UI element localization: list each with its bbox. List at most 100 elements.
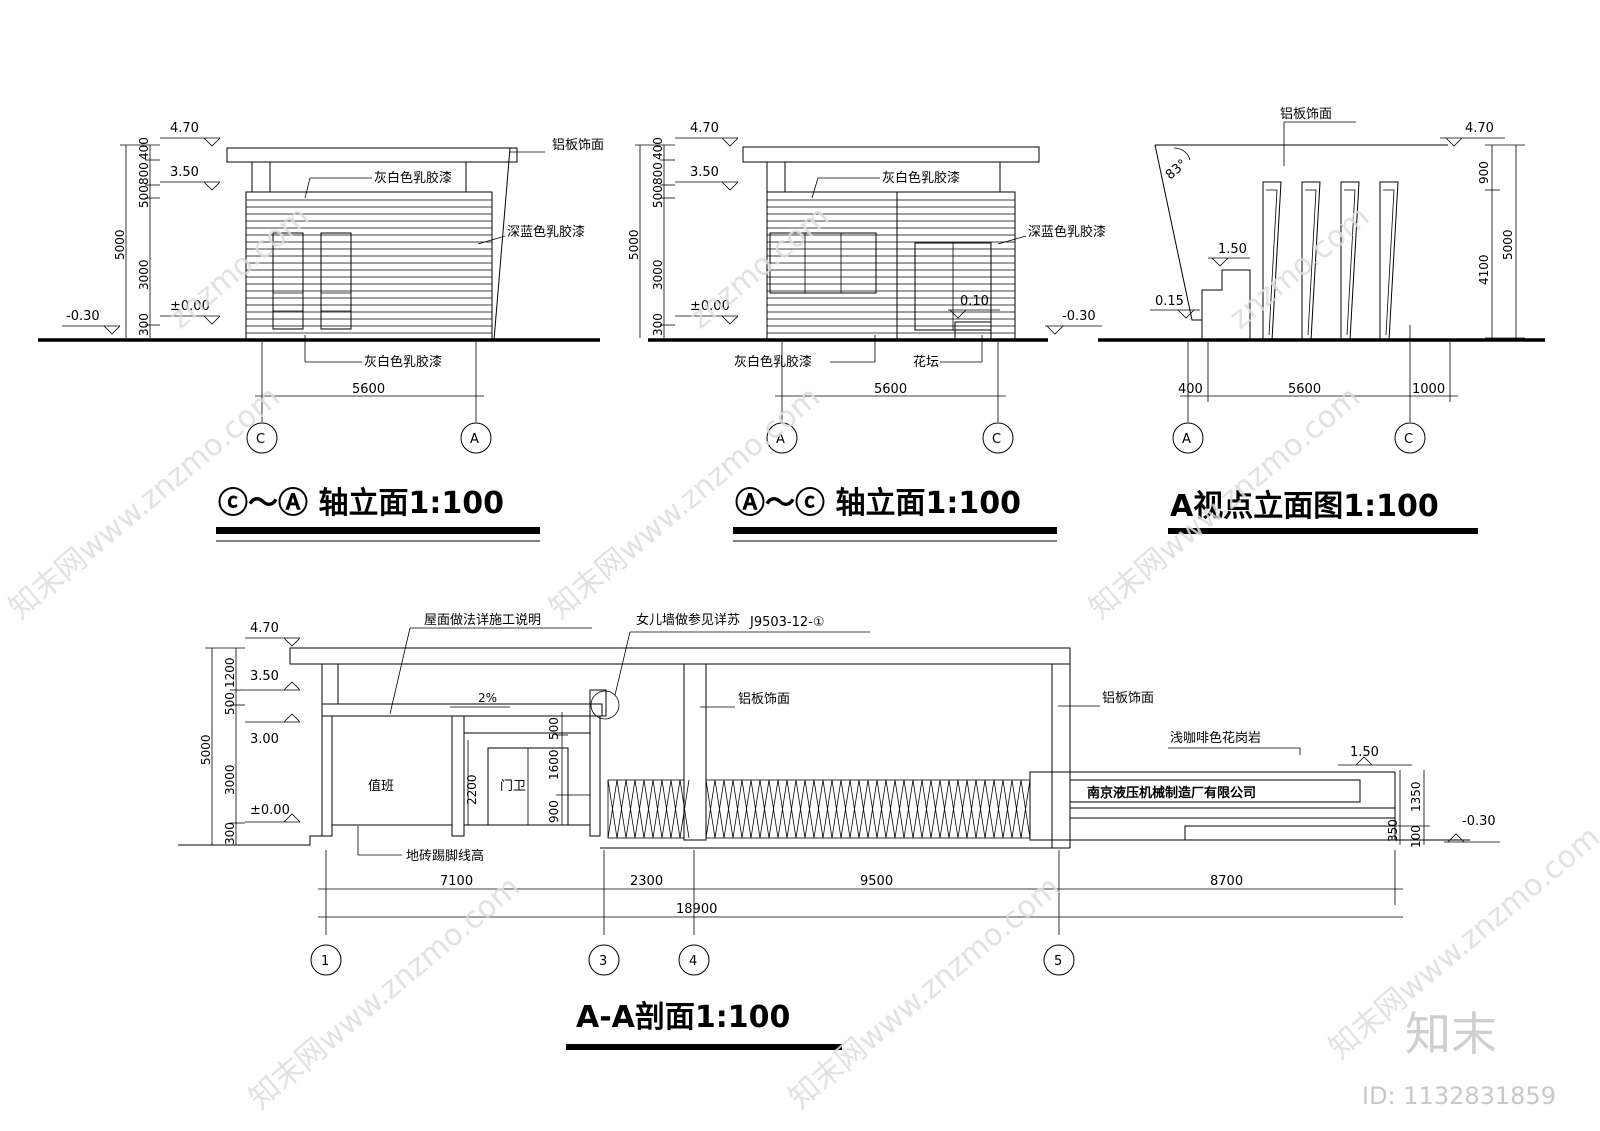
building-body — [245, 191, 493, 341]
note-roof: 屋面做法详施工说明 — [424, 613, 541, 628]
planter — [954, 321, 992, 341]
dim-width: 5600 — [874, 382, 907, 397]
dim-400: 400 — [651, 137, 665, 160]
axis-bubble — [1172, 422, 1204, 454]
note-gray-paint-base: 灰白色乳胶漆 — [734, 354, 812, 370]
dim-1200: 1200 — [223, 657, 237, 688]
ground-left — [178, 835, 326, 846]
axis-bubble — [310, 944, 342, 976]
title-elev-a-view: A视点立面图1:100 — [1170, 489, 1439, 524]
section-a-a: 2% 值班 门卫 南京液压机械制造厂有限公司 1200 500 5000 300… — [178, 612, 1500, 1050]
note-aluminium: 铝板饰面 — [1280, 107, 1332, 122]
siding-lines — [246, 199, 492, 334]
title-underline — [1168, 528, 1478, 534]
note-aluminium-1: 铝板饰面 — [738, 692, 790, 707]
title-underline — [733, 527, 1057, 534]
note-blue-paint: 深蓝色乳胶漆 — [507, 224, 585, 240]
window-left — [272, 232, 304, 330]
dim-4100: 4100 — [1477, 254, 1491, 285]
level-010: 0.10 — [960, 294, 989, 309]
dim-5000: 5000 — [113, 229, 127, 260]
note-aluminium: 铝板饰面 — [552, 138, 604, 153]
window — [769, 232, 877, 294]
elevation-a-c: 400 800 500 5000 3000 300 4.70 3.50 ±0.0… — [627, 121, 1106, 542]
elevation-a-view: 83° 铝板饰面 4.70 1.50 0.15 900 4100 5000 — [1098, 107, 1545, 534]
room-guard: 门卫 — [500, 779, 526, 794]
dim-total: 18900 — [676, 902, 717, 917]
level-470: 4.70 — [250, 621, 279, 636]
dim-5600: 5600 — [1288, 382, 1321, 397]
dim-width: 5600 — [352, 382, 385, 397]
watermark: znzmo.com — [163, 199, 317, 336]
level-350: 3.50 — [250, 669, 279, 684]
company-name: 南京液压机械制造厂有限公司 — [1087, 785, 1256, 801]
note-skirting: 地砖踢脚线高 — [406, 848, 484, 864]
dim-300: 300 — [223, 822, 237, 845]
dim-900: 900 — [1477, 161, 1491, 184]
level-m030: -0.30 — [1062, 309, 1096, 324]
level-m030: -0.30 — [66, 309, 100, 324]
title-underline — [216, 527, 540, 534]
title-elev-a-c: Ⓐ～ⓒ 轴立面1:100 — [735, 486, 1021, 521]
roof-slab — [226, 147, 518, 163]
detail-bubble — [590, 690, 620, 720]
dim-500: 500 — [223, 692, 237, 715]
dim-2200: 2200 — [465, 774, 479, 805]
axis-bubble — [246, 422, 278, 454]
level-300: 3.00 — [250, 732, 279, 747]
dim-500b: 500 — [547, 717, 561, 740]
dim-1600: 1600 — [547, 749, 561, 780]
dim-300: 300 — [651, 313, 665, 336]
dim-400: 400 — [137, 137, 151, 160]
dim-800: 800 — [137, 162, 151, 185]
level-470: 4.70 — [690, 121, 719, 136]
level-470: 4.70 — [1465, 121, 1494, 136]
watermarks: znzmo.com znzmo.com znzmo.com 知末网www.znz… — [3, 199, 1600, 1116]
watermark: 知末网www.znzmo.com — [243, 870, 527, 1116]
image-id: ID: 1132831859 — [1362, 1082, 1556, 1110]
level-470: 4.70 — [170, 121, 199, 136]
note-parapet-ref: J9503-12-① — [749, 615, 825, 630]
dim-5000: 5000 — [1501, 229, 1515, 260]
dim-3000: 3000 — [137, 259, 151, 290]
watermark: znzmo.com — [683, 199, 837, 336]
note-planter: 花坛 — [913, 354, 939, 370]
level-m030: -0.30 — [1462, 814, 1496, 829]
axis-bubble — [982, 422, 1014, 454]
title-elev-c-a: ⓒ～Ⓐ 轴立面1:100 — [218, 486, 504, 521]
dim-350: 350 — [1386, 819, 1400, 842]
dim-1350: 1350 — [1409, 781, 1423, 812]
level-000: ±0.00 — [170, 299, 210, 314]
title-underline — [566, 1044, 842, 1050]
roof-slab — [289, 647, 1071, 665]
watermark: 知末网www.znzmo.com — [783, 870, 1067, 1116]
dim-500: 500 — [651, 185, 665, 208]
dim-300: 300 — [137, 313, 151, 336]
building-roof — [321, 703, 603, 717]
column — [683, 663, 707, 841]
building-body — [766, 191, 1016, 341]
dim-400: 400 — [1178, 382, 1203, 397]
dim-5000: 5000 — [199, 734, 213, 765]
title-section: A-A剖面1:100 — [576, 1000, 790, 1035]
window-right — [320, 232, 352, 330]
level-350: 3.50 — [170, 165, 199, 180]
room-duty: 值班 — [368, 778, 394, 794]
watermark: znzmo.com — [1223, 199, 1377, 336]
level-000: ±0.00 — [690, 299, 730, 314]
axis-label-left: A — [776, 432, 785, 447]
axis-4: 4 — [689, 954, 697, 969]
slope: 2% — [478, 691, 497, 705]
dim-800: 800 — [651, 162, 665, 185]
level-150: 1.50 — [1350, 745, 1379, 760]
axis-bubble — [766, 422, 798, 454]
axis-label-right: C — [1404, 432, 1413, 447]
dim-3000: 3000 — [223, 764, 237, 795]
angle-label: 83° — [1163, 157, 1190, 183]
axis-label-right: C — [992, 432, 1001, 447]
brand-logo: 知末 — [1405, 1007, 1497, 1061]
axis-bubble — [678, 944, 710, 976]
level-000: ±0.00 — [250, 803, 290, 818]
axis-3: 3 — [599, 954, 607, 969]
axis-bubble — [588, 944, 620, 976]
